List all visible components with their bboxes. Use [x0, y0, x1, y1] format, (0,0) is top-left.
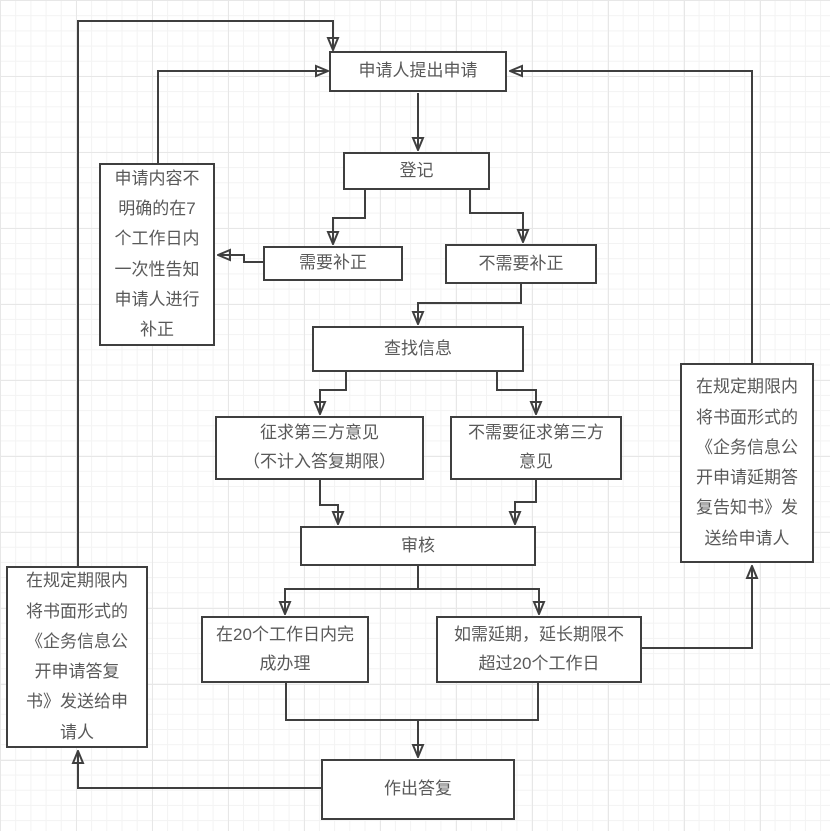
node-search-info: 查找信息 [312, 326, 524, 372]
edge-noticereply-apply [77, 20, 333, 566]
edge-search-nothird [496, 372, 536, 413]
edge-third-review [319, 480, 338, 523]
node-review: 审核 [300, 526, 536, 566]
node-third-party-opinion: 征求第三方意见 （不计入答复期限） [215, 416, 424, 480]
edge-review-extend [418, 588, 539, 613]
edge-search-third [320, 372, 347, 413]
edge-register-need [333, 190, 366, 243]
node-clarify-notice: 申请内容不 明确的在7 个工作日内 一次性告知 申请人进行 补正 [99, 163, 215, 346]
node-register: 登记 [343, 152, 490, 190]
node-complete-in-20-days: 在20个工作日内完 成办理 [201, 616, 369, 683]
edge-need-clarify [219, 255, 263, 263]
edge-reply-noticereply [78, 752, 321, 789]
node-extension: 如需延期，延长期限不 超过20个工作日 [436, 616, 642, 683]
edge-extend-noticeext [642, 567, 752, 649]
edge-noticeext-apply [511, 71, 753, 363]
edge-join-line [285, 683, 539, 721]
node-applicant-submit: 申请人提出申请 [329, 51, 507, 92]
edge-nocorr-search [418, 284, 522, 323]
node-make-reply: 作出答复 [321, 759, 515, 820]
edge-clarify-apply [157, 71, 327, 163]
node-no-third-party-opinion: 不需要征求第三方 意见 [450, 416, 622, 480]
edge-nothird-review [515, 480, 537, 523]
node-extension-notice: 在规定期限内 将书面形式的 《企务信息公 开申请延期答 复告知书》发 送给申请人 [680, 363, 814, 563]
edge-register-nocorr [469, 190, 523, 241]
node-need-correction: 需要补正 [263, 246, 403, 281]
edge-review-complete [285, 566, 419, 613]
node-no-correction: 不需要补正 [445, 244, 597, 284]
node-reply-notice: 在规定期限内 将书面形式的 《企务信息公 开申请答复 书》发送给申 请人 [6, 566, 148, 748]
